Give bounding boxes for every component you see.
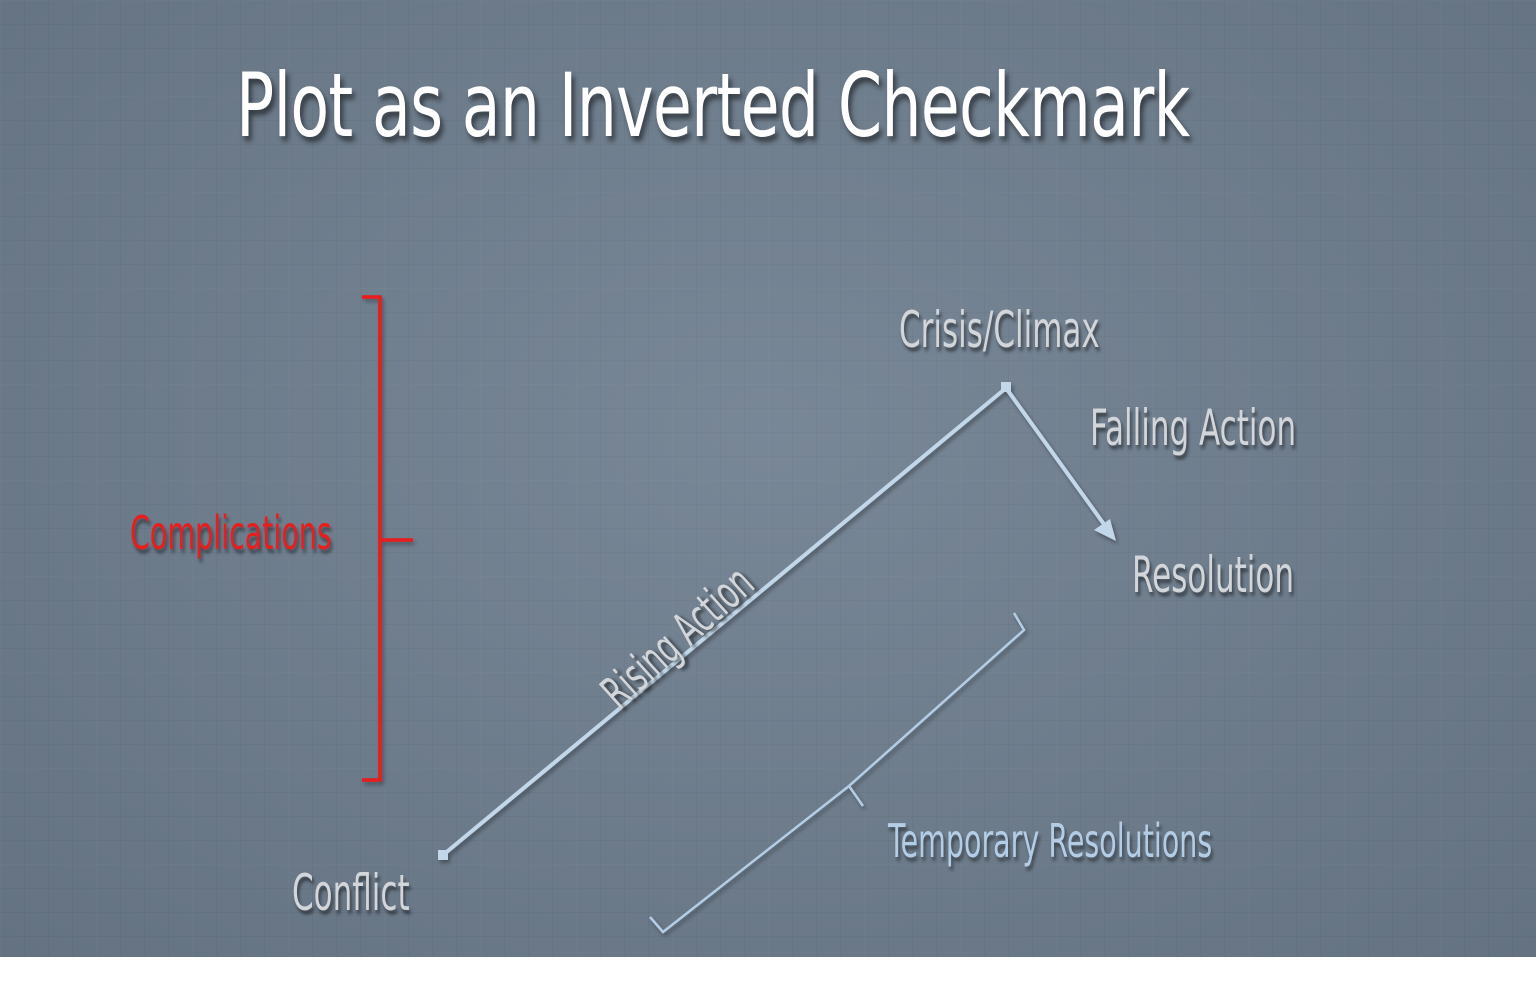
slide: Plot as an Inverted Checkmark Crisis/Cli…: [0, 0, 1536, 957]
temporary-resolutions-label: Temporary Resolutions: [888, 814, 1213, 868]
temporary-resolutions-bracket: [649, 612, 1026, 934]
falling-action-line: [1004, 386, 1108, 529]
rising-action-line: [441, 386, 1008, 857]
slide-title: Plot as an Inverted Checkmark: [236, 54, 1190, 157]
conflict-label: Conflict: [292, 864, 410, 922]
complications-label: Complications: [130, 506, 332, 560]
complications-bracket: [362, 295, 413, 782]
plot-diagram: [362, 295, 1116, 934]
resolution-label: Resolution: [1132, 546, 1294, 604]
conflict-point: [438, 850, 448, 860]
falling-action-label: Falling Action: [1090, 399, 1297, 457]
crisis-climax-label: Crisis/Climax: [899, 301, 1100, 359]
falling-action-arrowhead: [1094, 519, 1116, 541]
